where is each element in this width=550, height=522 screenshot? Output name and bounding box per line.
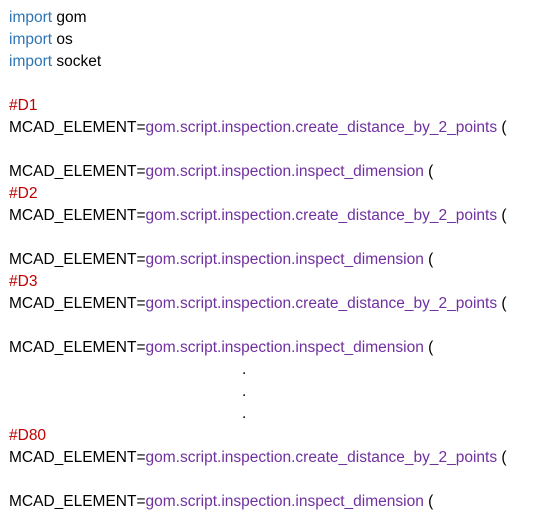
create-distance-line: MCAD_ELEMENT=gom.script.inspection.creat…	[9, 117, 547, 139]
inspect-dimension-line: MCAD_ELEMENT=gom.script.inspection.inspe…	[9, 161, 547, 183]
function-call: gom.script.inspection.create_distance_by…	[145, 119, 498, 136]
inspect-dimension-line: MCAD_ELEMENT=gom.script.inspection.inspe…	[9, 337, 547, 359]
function-call: gom.script.inspection.inspect_dimension	[145, 493, 424, 510]
import-keyword: import	[9, 53, 53, 70]
import-line: import socket	[9, 51, 547, 73]
assign-prefix: MCAD_ELEMENT=	[9, 449, 146, 466]
module-name: os	[52, 31, 73, 48]
open-paren: (	[497, 449, 507, 466]
assign-prefix: MCAD_ELEMENT=	[9, 163, 146, 180]
create-distance-line: MCAD_ELEMENT=gom.script.inspection.creat…	[9, 205, 547, 227]
open-paren: (	[497, 119, 507, 136]
open-paren: (	[423, 339, 434, 356]
ellipsis-dot: .	[9, 359, 547, 381]
assign-prefix: MCAD_ELEMENT=	[9, 119, 146, 136]
inspect-dimension-line: MCAD_ELEMENT=gom.script.inspection.inspe…	[9, 491, 547, 513]
open-paren: (	[497, 295, 507, 312]
import-keyword: import	[9, 31, 53, 48]
inspect-dimension-line: MCAD_ELEMENT=gom.script.inspection.inspe…	[9, 249, 547, 271]
block-comment: #D80	[9, 427, 47, 444]
import-line: import gom	[9, 7, 547, 29]
dot: .	[242, 383, 247, 400]
assign-prefix: MCAD_ELEMENT=	[9, 493, 146, 510]
blank-line	[9, 227, 547, 249]
blank-line	[9, 315, 547, 337]
blank-line	[9, 139, 547, 161]
function-call: gom.script.inspection.inspect_dimension	[145, 251, 424, 268]
assign-prefix: MCAD_ELEMENT=	[9, 251, 146, 268]
open-paren: (	[423, 493, 434, 510]
function-call: gom.script.inspection.create_distance_by…	[145, 207, 498, 224]
assign-prefix: MCAD_ELEMENT=	[9, 295, 146, 312]
ellipsis-dot: .	[9, 403, 547, 425]
code-listing: import gom import os import socket #D1 M…	[9, 7, 547, 513]
function-call: gom.script.inspection.inspect_dimension	[145, 339, 424, 356]
function-call: gom.script.inspection.inspect_dimension	[145, 163, 424, 180]
create-distance-line: MCAD_ELEMENT=gom.script.inspection.creat…	[9, 293, 547, 315]
module-name: gom	[52, 9, 87, 26]
ellipsis-dot: .	[9, 381, 547, 403]
open-paren: (	[497, 207, 507, 224]
block-comment: #D2	[9, 185, 38, 202]
function-call: gom.script.inspection.create_distance_by…	[145, 295, 498, 312]
open-paren: (	[423, 251, 434, 268]
block-comment: #D1	[9, 97, 38, 114]
import-line: import os	[9, 29, 547, 51]
assign-prefix: MCAD_ELEMENT=	[9, 207, 146, 224]
open-paren: (	[423, 163, 434, 180]
create-distance-line: MCAD_ELEMENT=gom.script.inspection.creat…	[9, 447, 547, 469]
blank-line	[9, 469, 547, 491]
dot: .	[242, 361, 247, 378]
assign-prefix: MCAD_ELEMENT=	[9, 339, 146, 356]
dot: .	[242, 405, 247, 422]
import-keyword: import	[9, 9, 53, 26]
block-comment: #D3	[9, 273, 38, 290]
function-call: gom.script.inspection.create_distance_by…	[145, 449, 498, 466]
module-name: socket	[52, 53, 102, 70]
blank-line	[9, 73, 547, 95]
